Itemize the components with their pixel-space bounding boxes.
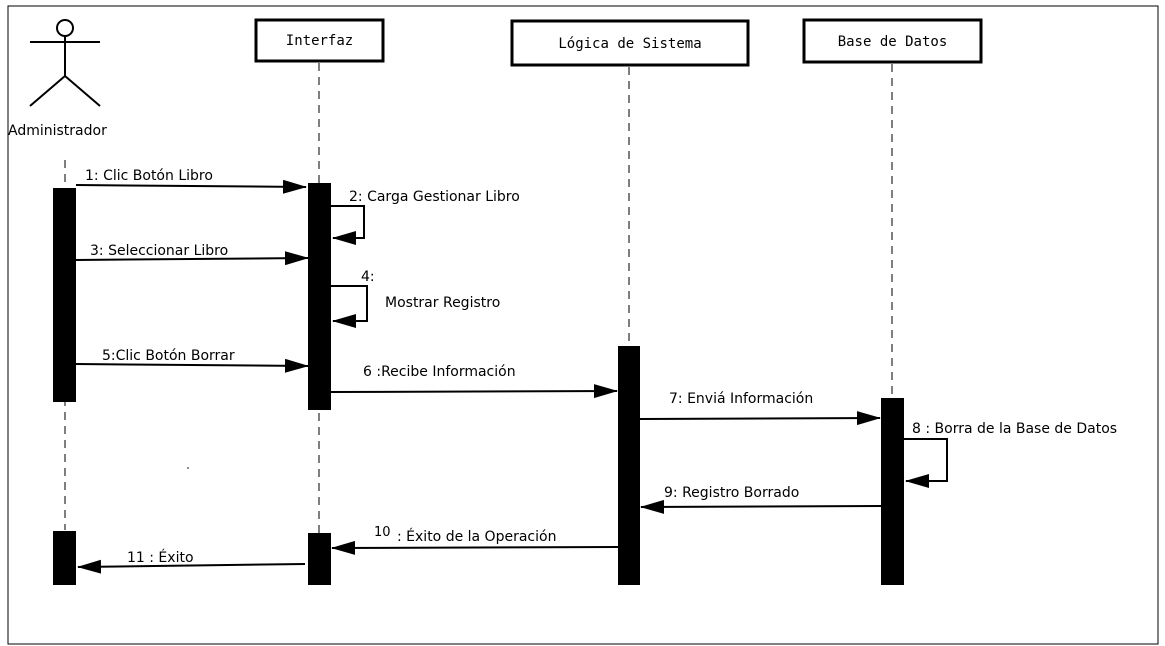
message-10-number: 10 <box>374 525 391 540</box>
message-1-arrow <box>75 179 307 194</box>
lifeline-label-base: Base de Datos <box>838 34 948 50</box>
activation-bar-base <box>881 398 904 585</box>
lifeline-interfaz: Interfaz <box>254 18 385 63</box>
activation-bar-interfaz-1 <box>308 183 331 410</box>
message-7-arrow <box>639 411 881 426</box>
activation-bars <box>53 183 904 585</box>
message-8-arrow <box>904 438 948 488</box>
lifeline-label-logica: Lógica de Sistema <box>558 36 701 52</box>
actor-label: Administrador <box>8 123 107 139</box>
lifeline-base: Base de Datos <box>802 18 983 64</box>
lifeline-box-interfaz <box>254 18 385 63</box>
lifeline-label-interfaz: Interfaz <box>286 33 353 49</box>
message-5-arrow <box>75 358 309 373</box>
activation-bar-interfaz-2 <box>308 533 331 585</box>
message-1-label: 1: Clic Botón Libro <box>85 168 213 184</box>
message-4-number: 4: <box>361 269 375 285</box>
message-arrows <box>75 179 948 574</box>
stick-figure-icon <box>29 19 101 107</box>
message-3-arrow <box>75 251 309 266</box>
message-6-arrow <box>330 384 618 399</box>
message-4-label: Mostrar Registro <box>385 295 500 311</box>
diagram-frame <box>7 5 1159 645</box>
message-9-label: 9: Registro Borrado <box>664 485 799 501</box>
message-2-label: 2: Carga Gestionar Libro <box>349 189 520 205</box>
lifeline-box-base <box>802 18 983 64</box>
message-2-arrow <box>331 205 365 245</box>
message-3-label: 3: Seleccionar Libro <box>90 243 228 259</box>
message-8-label: 8 : Borra de la Base de Datos <box>912 421 1117 437</box>
lifeline-logica: Lógica de Sistema <box>510 19 750 67</box>
lifeline-box-logica <box>510 19 750 67</box>
message-10-label: : Éxito de la Operación <box>397 528 556 545</box>
stray-dot <box>187 467 189 469</box>
activation-bar-actor-1 <box>53 188 76 402</box>
message-10-arrow <box>331 540 619 555</box>
actor-administrador: Administrador <box>8 19 107 139</box>
activation-bar-actor-2 <box>53 531 76 585</box>
message-5-label: 5:Clic Botón Borrar <box>102 348 235 364</box>
message-9-arrow <box>640 499 882 514</box>
activation-bar-logica <box>618 346 640 585</box>
message-7-label: 7: Enviá Información <box>669 391 813 407</box>
message-11-label: 11 : Éxito <box>127 549 194 566</box>
message-11-arrow <box>77 559 306 574</box>
message-4-arrow <box>331 285 368 328</box>
message-6-label: 6 :Recibe Información <box>363 364 516 380</box>
